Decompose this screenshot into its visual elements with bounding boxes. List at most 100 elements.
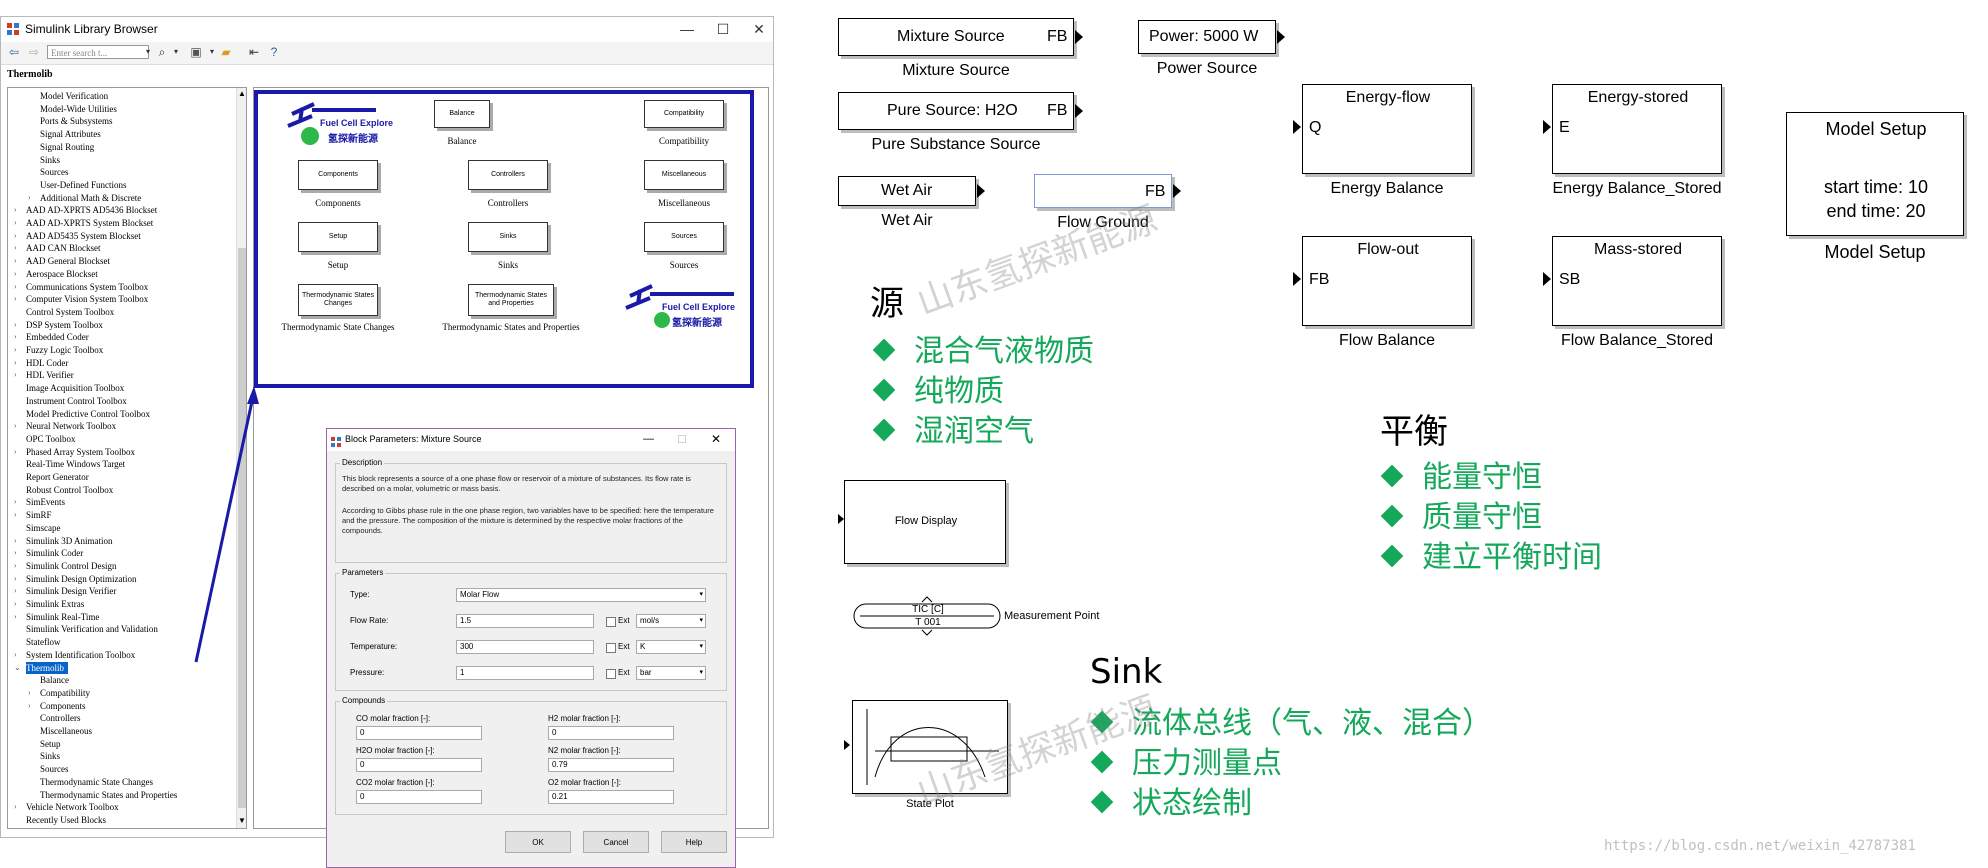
tree-item[interactable]: Instrument Control Toolbox [26, 395, 127, 407]
chevron-right-icon[interactable]: › [14, 802, 17, 812]
tree-item[interactable]: Miscellaneous [40, 725, 92, 737]
tree-item[interactable]: ›AAD AD-XPRTS AD5436 Blockset [14, 204, 157, 216]
pin-icon[interactable]: ⇤ [248, 45, 260, 59]
scrollbar-thumb[interactable] [238, 248, 246, 808]
find-icon[interactable]: ⌕ [158, 45, 166, 59]
chevron-right-icon[interactable]: › [14, 230, 17, 240]
library-block-components[interactable]: Components [298, 160, 378, 190]
chevron-right-icon[interactable]: › [14, 649, 17, 659]
tree-item[interactable]: ›Communications System Toolbox [14, 281, 148, 293]
chevron-right-icon[interactable]: › [28, 192, 31, 202]
chevron-right-icon[interactable]: › [14, 611, 17, 621]
tree-item[interactable]: Setup [40, 738, 61, 750]
tree-item[interactable]: ›SimEvents [14, 496, 65, 508]
tree-item[interactable]: ›Components [28, 700, 86, 712]
chevron-right-icon[interactable]: › [14, 497, 17, 507]
minimize-button[interactable]: — [680, 21, 694, 37]
tree-item[interactable]: ›SimRF [14, 509, 52, 521]
chevron-down-icon[interactable]: ▾ [209, 47, 214, 56]
tree-item[interactable]: ›Fuzzy Logic Toolbox [14, 344, 103, 356]
chevron-right-icon[interactable]: › [14, 256, 17, 266]
chevron-right-icon[interactable]: › [14, 446, 17, 456]
tree-item[interactable]: Sources [40, 166, 69, 178]
close-button[interactable]: ✕ [753, 21, 765, 37]
help-icon[interactable]: ? [270, 45, 278, 59]
chevron-right-icon[interactable]: › [14, 243, 17, 253]
tree-item[interactable]: ›DSP System Toolbox [14, 319, 103, 331]
close-button[interactable]: ✕ [711, 432, 722, 446]
tree-item[interactable]: Model-Wide Utilities [40, 103, 117, 115]
tree-item[interactable]: ›Simulink Extras [14, 598, 84, 610]
library-block-sinks[interactable]: Sinks [468, 222, 548, 252]
scroll-down-icon[interactable]: ▼ [238, 816, 246, 825]
tree-item[interactable]: ›Phased Array System Toolbox [14, 446, 135, 458]
chevron-right-icon[interactable]: › [14, 586, 17, 596]
tree-item[interactable]: ›Compatibility [28, 687, 90, 699]
tree-item[interactable]: Controllers [40, 712, 81, 724]
chevron-right-icon[interactable]: › [28, 700, 31, 710]
tree-item[interactable]: ›AAD CAN Blockset [14, 242, 101, 254]
back-arrow-icon[interactable]: ⇦ [8, 45, 20, 59]
chevron-right-icon[interactable]: › [14, 332, 17, 342]
chevron-right-icon[interactable]: › [28, 687, 31, 697]
forward-arrow-icon[interactable]: ⇨ [28, 45, 40, 59]
tree-item[interactable]: Report Generator [26, 471, 89, 483]
tree-item[interactable]: ⌄Thermolib [14, 661, 68, 674]
tree-item[interactable]: ›AAD General Blockset [14, 255, 110, 267]
chevron-right-icon[interactable]: › [14, 370, 17, 380]
chevron-right-icon[interactable]: › [14, 205, 17, 215]
flow-display-block[interactable]: Flow Display [844, 480, 1006, 564]
tree-item[interactable]: Thermodynamic States and Properties [40, 789, 177, 801]
flow-ground-block[interactable]: FB [1034, 174, 1172, 208]
tree-item[interactable]: Simulink Verification and Validation [26, 623, 158, 635]
tree-item[interactable]: ›System Identification Toolbox [14, 649, 135, 661]
tree-item[interactable]: ›Additional Math & Discrete [28, 192, 141, 204]
wet-air-block[interactable]: Wet Air [838, 176, 976, 206]
chevron-right-icon[interactable]: › [14, 599, 17, 608]
tree-item[interactable]: Signal Attributes [40, 128, 101, 140]
o2-input[interactable]: 0.21 [548, 790, 674, 804]
tree-item[interactable]: ›HDL Verifier [14, 369, 74, 381]
pure-source-block[interactable]: Pure Source: H2O FB [838, 92, 1074, 130]
tree-item[interactable]: ›Computer Vision System Toolbox [14, 293, 148, 305]
tree-item[interactable]: ›AAD AD5435 System Blockset [14, 230, 141, 242]
tree-item[interactable]: ›Simulink Design Optimization [14, 573, 137, 585]
state-plot-block[interactable] [852, 700, 1008, 794]
chevron-right-icon[interactable]: › [14, 357, 17, 367]
new-model-icon[interactable]: ▣ [190, 45, 202, 59]
tree-item[interactable]: Recently Used Blocks [26, 814, 106, 826]
tree-item[interactable]: Sinks [40, 154, 60, 166]
h2-input[interactable]: 0 [548, 726, 674, 740]
tree-item[interactable]: Ports & Subsystems [40, 115, 113, 127]
tree-item[interactable]: ›Neural Network Toolbox [14, 420, 116, 432]
tree-item[interactable]: Real-Time Windows Target [26, 458, 125, 470]
tree-item[interactable]: ›Simulink Coder [14, 547, 83, 559]
chevron-right-icon[interactable]: › [14, 573, 17, 583]
co2-input[interactable]: 0 [356, 790, 482, 804]
flow-unit-select[interactable]: mol/s▾ [636, 614, 706, 628]
scroll-up-icon[interactable]: ▲ [238, 89, 246, 98]
minimize-button[interactable]: — [643, 433, 654, 445]
chevron-down-icon[interactable]: ▾ [173, 47, 178, 56]
temperature-input[interactable]: 300 [456, 640, 594, 654]
temp-unit-select[interactable]: K▾ [636, 640, 706, 654]
mixture-source-block[interactable]: Mixture Source FB [838, 18, 1074, 56]
library-block-thermo-state-changes[interactable]: Thermodynamic States Changes [298, 284, 378, 316]
chevron-right-icon[interactable]: › [14, 510, 17, 520]
tree-item[interactable]: ›Simulink Design Verifier [14, 585, 116, 597]
tree-item[interactable]: ›AAD AD-XPRTS System Blockset [14, 217, 153, 229]
flow-balance-block[interactable]: Flow-out FB [1302, 236, 1472, 326]
tree-item[interactable]: Control System Toolbox [26, 306, 114, 318]
chevron-right-icon[interactable]: › [14, 535, 17, 545]
chevron-down-icon[interactable]: ⌄ [14, 662, 21, 672]
ok-button[interactable]: OK [505, 831, 571, 853]
library-block-controllers[interactable]: Controllers [468, 160, 548, 190]
type-select[interactable]: Molar Flow▾ [456, 588, 706, 602]
maximize-button[interactable]: ☐ [716, 21, 730, 37]
chevron-right-icon[interactable]: › [14, 268, 17, 278]
tree-item[interactable]: ›Aerospace Blockset [14, 268, 98, 280]
temp-ext-checkbox[interactable] [606, 643, 616, 653]
chevron-right-icon[interactable]: › [14, 281, 17, 291]
n2-input[interactable]: 0.79 [548, 758, 674, 772]
